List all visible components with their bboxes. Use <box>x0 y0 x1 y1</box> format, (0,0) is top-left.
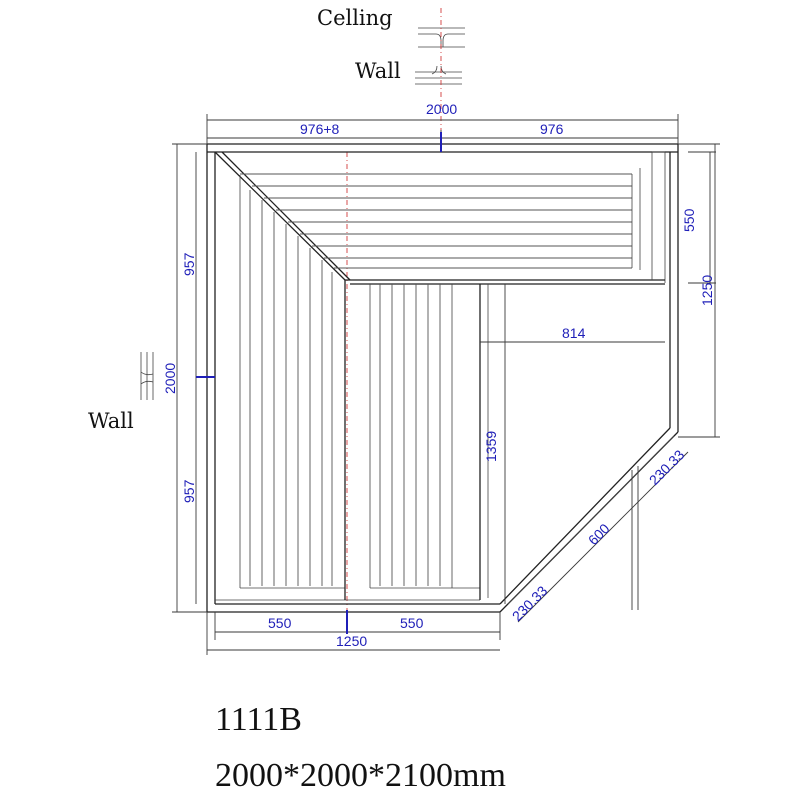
wall-label-left: Wall <box>88 409 134 433</box>
wall-break-symbol-left <box>140 352 154 400</box>
wall-label-top: Wall <box>355 59 401 83</box>
top-bench <box>214 151 665 285</box>
wall-break-symbol-top <box>415 65 462 85</box>
dim-right-height: 1250 <box>699 275 715 306</box>
dimension-lines <box>172 114 720 655</box>
sauna-shell <box>206 143 679 613</box>
dim-bottom-left: 550 <box>268 615 292 631</box>
dim-overall-width: 2000 <box>426 101 457 117</box>
model-caption: 1111B <box>215 701 302 738</box>
dim-right-bench-depth: 550 <box>681 208 697 232</box>
dim-bottom-right: 550 <box>400 615 424 631</box>
ceiling-label: Celling <box>317 6 393 30</box>
dim-left-overall: 2000 <box>162 363 178 394</box>
dim-inner-width: 814 <box>562 325 586 341</box>
dim-bottom-overall: 1250 <box>336 633 367 649</box>
size-caption: 2000*2000*2100mm <box>215 757 506 794</box>
dim-left-lower: 957 <box>181 479 197 503</box>
ceiling-break-symbol <box>418 27 465 48</box>
lower-bench <box>369 284 489 600</box>
dim-top-right: 976 <box>540 121 564 137</box>
dim-door-frame-upper: 230.33 <box>646 446 688 488</box>
dim-left-upper: 957 <box>181 252 197 276</box>
dim-inner-height: 1359 <box>483 431 499 462</box>
dim-door-width: 600 <box>585 520 613 548</box>
left-bench <box>239 175 346 600</box>
dim-top-left: 976+8 <box>300 121 340 137</box>
